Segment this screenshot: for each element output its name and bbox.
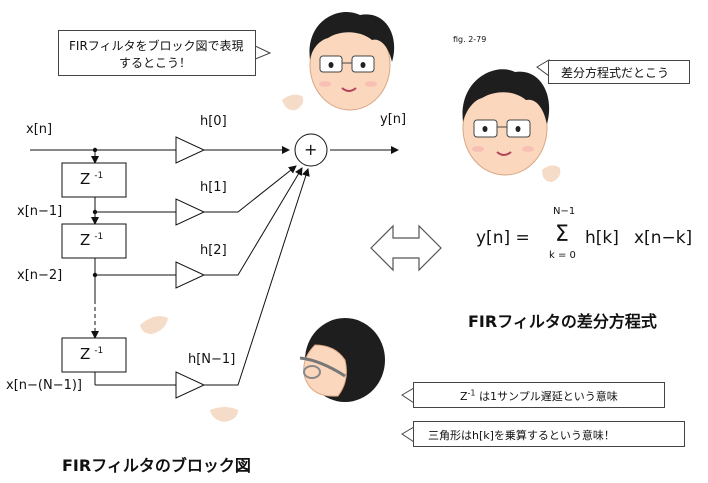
multiplier-h2 [175,261,206,289]
equation-term-h: h[k] [585,228,619,248]
double-arrow-icon [370,224,442,272]
delay-label: Z-1 [80,345,104,363]
sum-line-1 [204,165,297,213]
coefficient-label: h[0] [200,114,227,129]
bubble-text: 差分方程式だとこう [561,66,670,80]
z-exponent: -1 [467,388,476,398]
adder-plus-symbol: + [304,140,318,159]
tap-input-label: x[n−2] [17,268,63,283]
hand-icon [542,165,561,182]
sum-upper-limit: N−1 [553,206,576,217]
bubble-text: Z-1 は1サンプル遅延という意味 [460,388,618,404]
equation-lhs: y[n] = [476,228,530,248]
sum-line-3 [204,168,310,386]
output-label: y[n] [380,112,407,127]
bubble-text: 三角形はh[k]を乗算するという意味！ [428,429,615,442]
input-label: x[n] [26,122,53,137]
sum-lower-limit: k = 0 [549,250,576,261]
speech-bubble-triangle-note: 三角形はh[k]を乗算するという意味！ [413,421,685,447]
speech-bubble-difference-eq: 差分方程式だとこう [548,60,690,84]
character-face-icon [462,69,550,176]
character-face-icon [309,12,395,111]
equation-caption: FIRフィルタの差分方程式 [468,312,657,331]
sum-line-2 [204,167,303,276]
bubble-text: FIRフィルタをブロック図で表現 [69,39,244,53]
hand-icon [140,316,168,334]
multiplier-hN-1 [175,371,206,399]
delay-box-1 [61,162,127,198]
equation-term-x: x[n−k] [634,228,693,248]
tap-input-label: x[n−(N−1)] [6,378,83,393]
hand-icon [282,94,304,111]
adder-circle [294,133,328,167]
z-symbol: Z [460,390,468,403]
z-note-text: は1サンプル遅延という意味 [479,390,618,403]
tap-input-label: x[n−1] [17,204,63,219]
coefficient-label: h[N−1] [188,352,236,367]
delay-label: Z-1 [80,170,104,188]
delay-box-3 [61,337,127,373]
multiplier-h0 [175,136,206,164]
figure-label: fig. 2-79 [453,35,487,44]
sigma-symbol: Σ [555,222,569,247]
multiplier-h1 [175,198,206,226]
block-diagram-caption: FIRフィルタのブロック図 [62,456,251,475]
junction-dot [92,147,98,153]
speech-bubble-z-note: Z-1 は1サンプル遅延という意味 [413,382,665,408]
delay-box-2 [61,223,127,259]
delay-label: Z-1 [80,231,104,249]
speech-bubble-block-diagram: FIRフィルタをブロック図で表現 するとこう！ [58,30,256,76]
character-side-face-icon [299,318,385,402]
bubble-text: するとこう！ [119,56,192,70]
coefficient-label: h[1] [200,180,227,195]
coefficient-label: h[2] [200,243,227,258]
hand-icon [210,407,238,422]
